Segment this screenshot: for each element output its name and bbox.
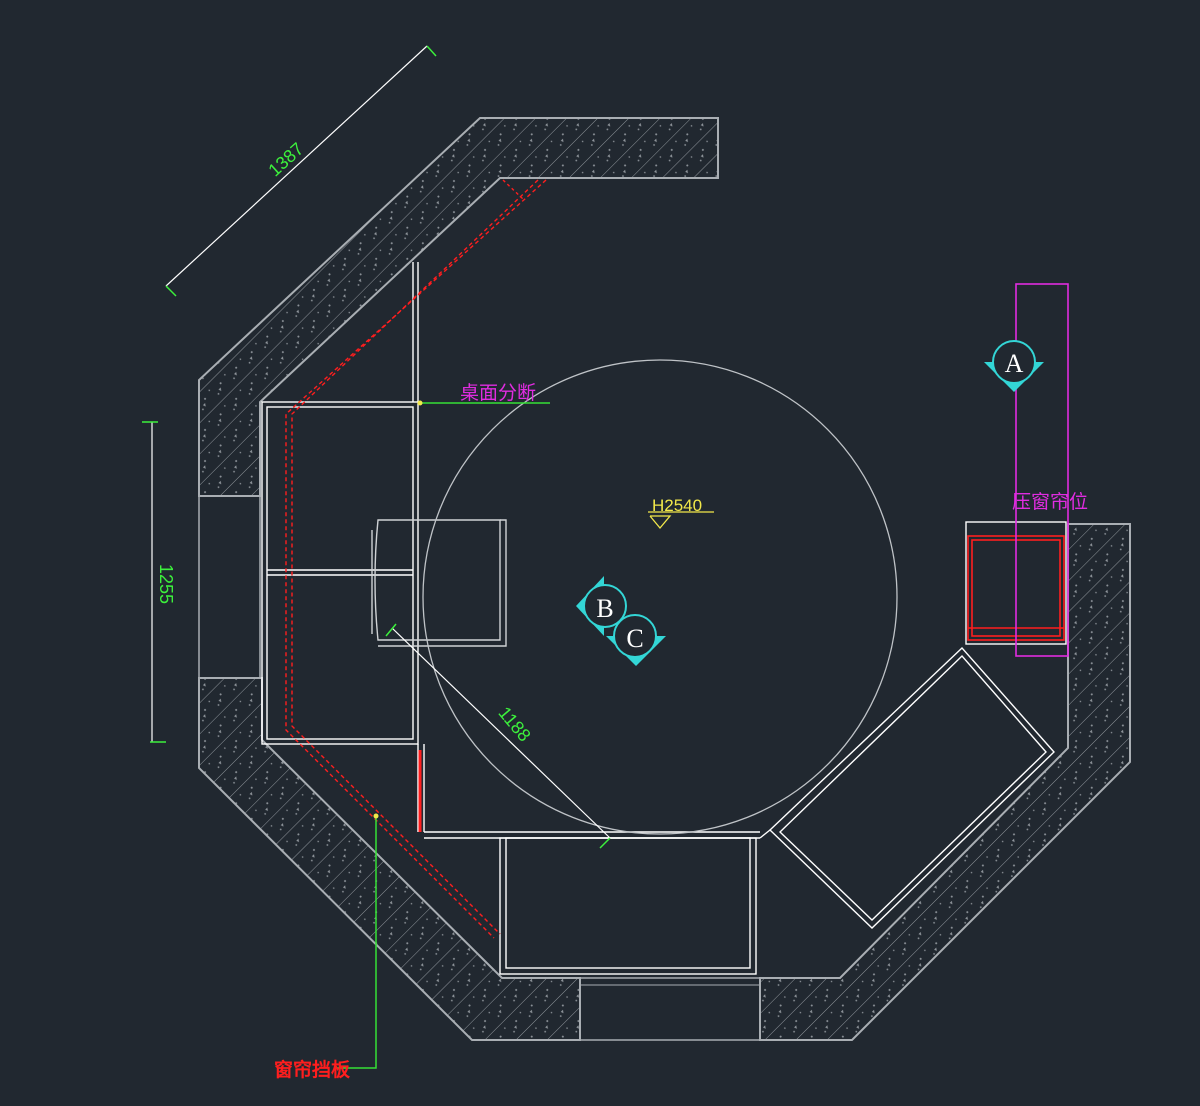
window-bottom (579, 977, 761, 1041)
marker-c-text: C (626, 624, 643, 653)
elevation-marker-c: C (606, 614, 666, 666)
right-diagonal-cabinet (768, 646, 1055, 929)
elevation-marker-b: B (576, 576, 627, 636)
curtain-position-callout: 压窗帘位 (1012, 283, 1088, 657)
dimension-left-text: 1255 (156, 564, 176, 604)
curtain-baffle-label: 窗帘挡板 (274, 1058, 351, 1081)
curtain-track (285, 179, 547, 939)
dimension-top-text: 1387 (264, 139, 307, 181)
elevation-marker-a: A (984, 340, 1044, 392)
left-desk (261, 401, 419, 745)
window-left (198, 495, 261, 679)
dimension-radius-text: 1188 (494, 703, 534, 746)
curtain-position-label: 压窗帘位 (1012, 491, 1088, 513)
chair (374, 519, 501, 641)
ceiling-height-text: H2540 (652, 496, 702, 515)
bottom-cabinet (499, 837, 757, 975)
desk-break-label: 桌面分断 (460, 382, 536, 404)
marker-b-text: B (596, 594, 613, 623)
wall-bottom-right (759, 523, 1131, 1041)
furniture-group (261, 262, 1067, 975)
round-ceiling-circle (422, 359, 898, 835)
ceiling-height-mark: H2540 (648, 496, 714, 530)
desk-break-callout: 桌面分断 (417, 382, 550, 406)
marker-a-text: A (1005, 349, 1024, 378)
curtain-position-frame (1015, 283, 1069, 657)
curtain-baffle-callout: 窗帘挡板 (274, 813, 379, 1081)
wall-group (198, 117, 1131, 1041)
dimension-left-vertical: 1255 (142, 421, 176, 743)
